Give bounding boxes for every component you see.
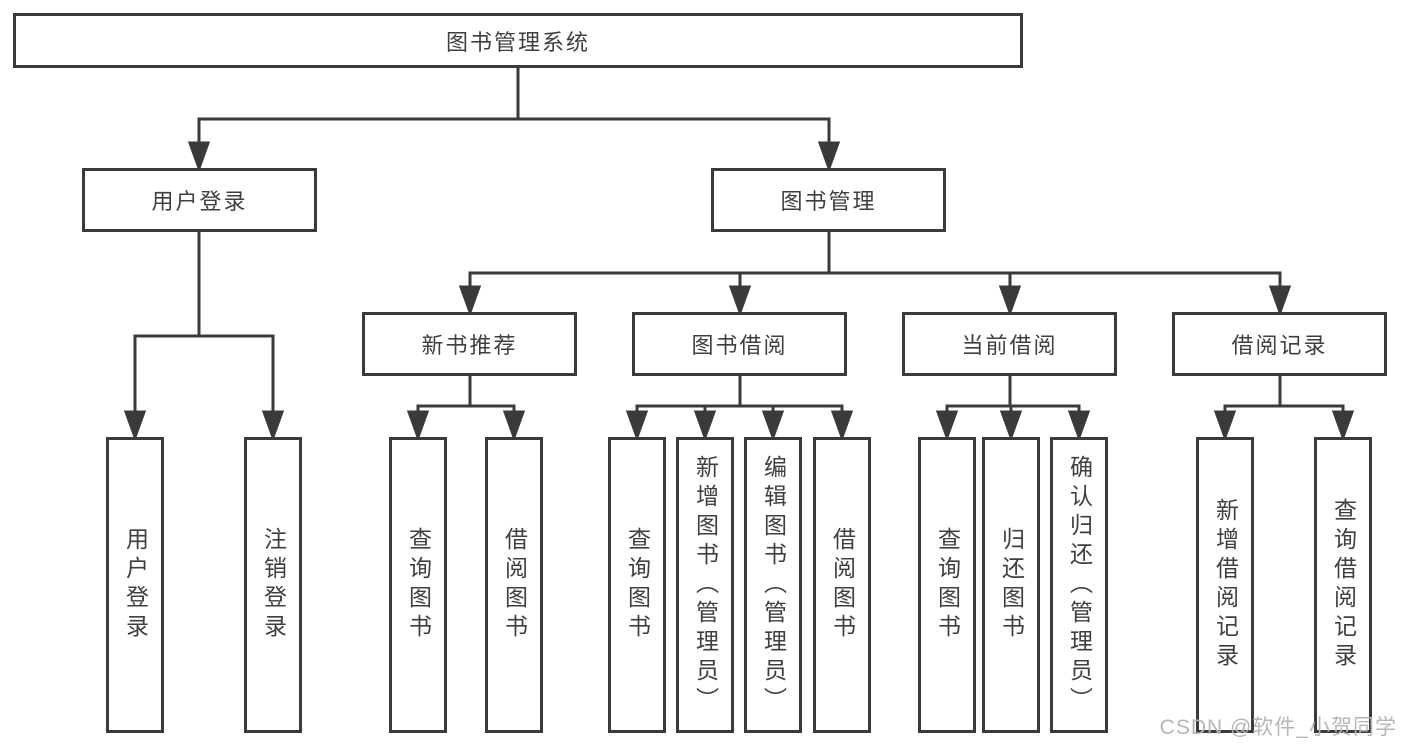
- leaf-current-query-books-label: 查询图书: [934, 527, 961, 643]
- leaf-query-borrow-record: 查询借阅记录: [1314, 437, 1372, 733]
- leaf-rec-query-books-label: 查询图书: [405, 527, 432, 643]
- node-current-borrow-label: 当前借阅: [961, 333, 1058, 358]
- leaf-return-books: 归还图书: [982, 437, 1040, 733]
- arrow-down-icon: [998, 285, 1022, 317]
- arrow-down-icon: [935, 410, 959, 442]
- arrow-down-icon: [817, 141, 841, 173]
- leaf-add-books-admin-label: 新增图书（管理员）: [692, 454, 719, 716]
- node-borrow-records: 借阅记录: [1172, 312, 1387, 376]
- arrow-down-icon: [1331, 410, 1355, 442]
- node-book-borrow: 图书借阅: [632, 312, 847, 376]
- leaf-user-login: 用户登录: [106, 437, 164, 733]
- node-current-borrow: 当前借阅: [902, 312, 1117, 376]
- leaf-current-query-books: 查询图书: [918, 437, 976, 733]
- leaf-edit-books-admin: 编辑图书（管理员）: [744, 437, 802, 733]
- leaf-rec-borrow-books-label: 借阅图书: [501, 527, 528, 643]
- connector-user-login-children: [123, 232, 285, 442]
- arrow-down-icon: [693, 410, 717, 442]
- node-book-mgmt-label: 图书管理: [780, 189, 877, 214]
- connector-book-mgmt-to-level3: [458, 231, 1292, 317]
- connector-root-to-level2: [187, 68, 841, 173]
- leaf-confirm-return-admin-label: 确认归还（管理员）: [1066, 454, 1093, 716]
- leaf-confirm-return-admin: 确认归还（管理员）: [1050, 437, 1108, 733]
- leaf-return-books-label: 归还图书: [998, 527, 1025, 643]
- node-root: 图书管理系统: [13, 13, 1023, 68]
- node-new-book-rec-label: 新书推荐: [421, 333, 518, 358]
- connector-current-borrow-children: [935, 376, 1091, 442]
- leaf-add-books-admin: 新增图书（管理员）: [676, 437, 734, 733]
- leaf-logout-label: 注销登录: [260, 527, 287, 643]
- arrow-down-icon: [761, 410, 785, 442]
- node-book-mgmt: 图书管理: [711, 168, 946, 232]
- arrow-down-icon: [406, 410, 430, 442]
- arrow-down-icon: [187, 141, 211, 173]
- arrow-down-icon: [999, 410, 1023, 442]
- connector-borrow-records-children: [1213, 376, 1355, 442]
- leaf-logout: 注销登录: [244, 437, 302, 733]
- arrow-down-icon: [458, 285, 482, 317]
- leaf-edit-books-admin-label: 编辑图书（管理员）: [760, 454, 787, 716]
- node-user-login: 用户登录: [82, 168, 317, 232]
- leaf-rec-query-books: 查询图书: [389, 437, 447, 733]
- csdn-watermark: CSDN @软件_小贺同学: [1159, 716, 1397, 739]
- arrow-down-icon: [830, 410, 854, 442]
- arrow-down-icon: [502, 410, 526, 442]
- node-new-book-rec: 新书推荐: [362, 312, 577, 376]
- arrow-down-icon: [1067, 410, 1091, 442]
- arrow-down-icon: [123, 410, 147, 442]
- node-user-login-label: 用户登录: [151, 189, 248, 214]
- arrow-down-icon: [1268, 285, 1292, 317]
- leaf-borrow-books-label: 借阅图书: [829, 527, 856, 643]
- arrow-down-icon: [261, 410, 285, 442]
- leaf-user-login-label: 用户登录: [122, 527, 149, 643]
- node-root-label: 图书管理系统: [445, 29, 590, 55]
- connector-book-borrow-children: [625, 376, 854, 442]
- arrow-down-icon: [625, 410, 649, 442]
- leaf-borrow-query-books: 查询图书: [608, 437, 666, 733]
- leaf-query-borrow-record-label: 查询借阅记录: [1330, 498, 1357, 672]
- leaf-borrow-books: 借阅图书: [813, 437, 871, 733]
- arrow-down-icon: [728, 285, 752, 317]
- leaf-borrow-query-books-label: 查询图书: [624, 527, 651, 643]
- node-book-borrow-label: 图书借阅: [691, 333, 788, 358]
- leaf-add-borrow-record-label: 新增借阅记录: [1212, 498, 1239, 672]
- arrow-down-icon: [1213, 410, 1237, 442]
- leaf-add-borrow-record: 新增借阅记录: [1196, 437, 1254, 733]
- node-borrow-records-label: 借阅记录: [1231, 333, 1328, 358]
- leaf-rec-borrow-books: 借阅图书: [485, 437, 543, 733]
- connector-new-book-rec-children: [406, 376, 526, 442]
